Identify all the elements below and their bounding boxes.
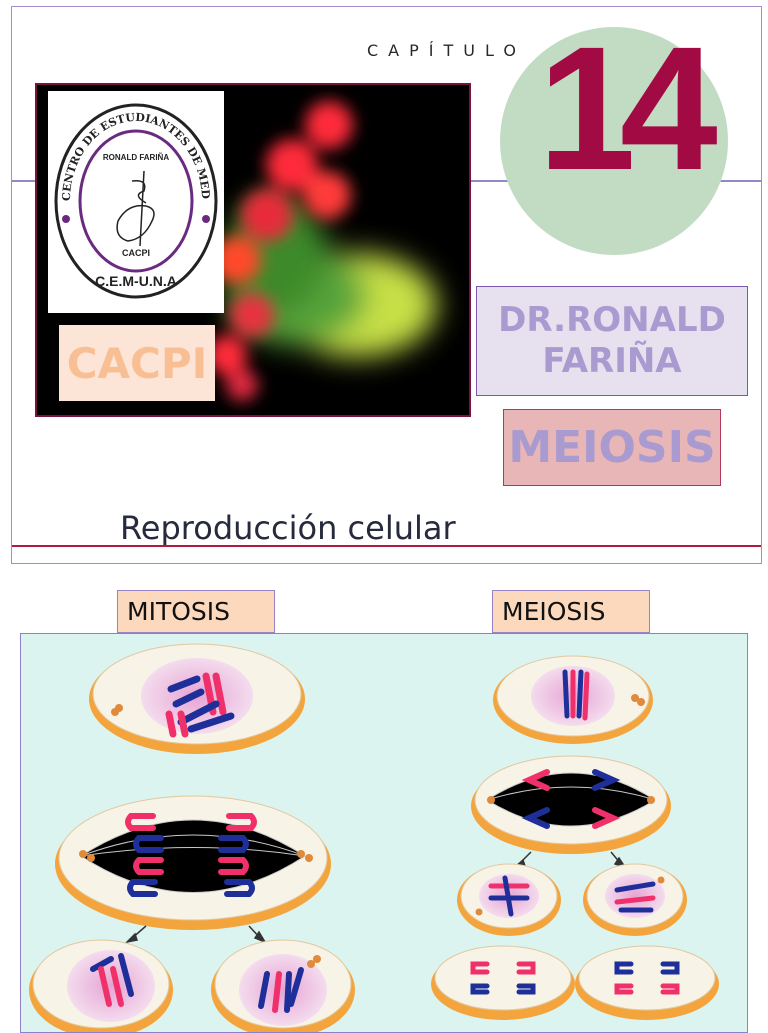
hand-staff-icon [116, 170, 155, 247]
slide-chapter-cover: CAPÍTULO 14 [11, 6, 762, 564]
meiosis-title-box: MEIOSIS [503, 409, 721, 486]
logo-base-text: C.E.M-U.N.A [95, 273, 177, 289]
doctor-line-1: DR.RONALD [498, 300, 726, 341]
meiosis-cell-anaphase-one [471, 755, 671, 854]
cem-una-logo: CENTRO DE ESTUDIANTES DE MEDICINA RONALD… [48, 91, 224, 313]
mitosis-daughter-cell-right [211, 939, 355, 1032]
meiosis-arrows [512, 851, 627, 869]
mitosis-arrows [124, 925, 267, 944]
meiosis-daughter-cell-right [583, 863, 687, 936]
doctor-name-box: DR.RONALD FARIÑA [476, 286, 748, 396]
meiosis-daughter-cell-left [457, 863, 561, 936]
meiosis-cell-anaphase-two-right [575, 945, 719, 1020]
mitosis-cell-anaphase [55, 795, 331, 930]
mitosis-label: MITOSIS [117, 590, 275, 633]
doctor-line-2: FARIÑA [542, 341, 682, 381]
chapter-kicker: CAPÍTULO [367, 41, 526, 60]
logo-inner-bottom: CACPI [122, 248, 150, 258]
mitosis-daughter-cell-left [29, 939, 173, 1032]
cacpi-label: CACPI [59, 325, 215, 401]
cell-micrograph [35, 83, 471, 417]
slide-subtitle: Reproducción celular [120, 509, 456, 547]
meiosis-cell-anaphase-two-left [431, 945, 575, 1020]
red-rule [12, 545, 761, 547]
cell-division-diagram [20, 633, 748, 1033]
logo-inner-top: RONALD FARIÑA [103, 153, 169, 162]
chapter-number: 14 [538, 11, 718, 207]
mitosis-cell-prophase [89, 643, 305, 754]
meiosis-cell-prophase [493, 655, 653, 744]
meiosis-label: MEIOSIS [492, 590, 650, 633]
chapter-circle [500, 27, 728, 255]
